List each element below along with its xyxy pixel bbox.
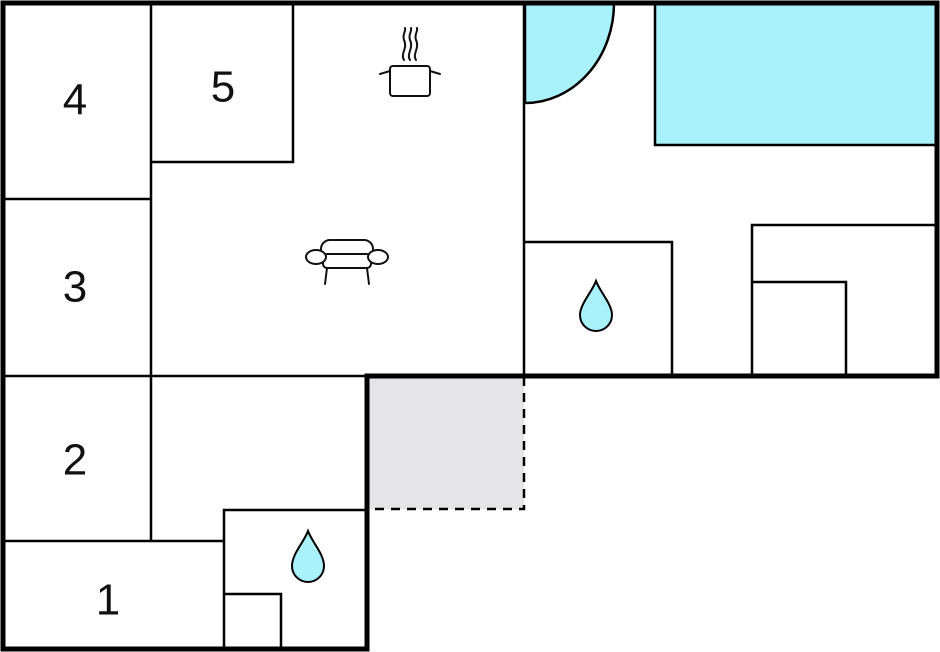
room-2-label: 2 (63, 436, 87, 485)
cooking-pot-icon (379, 27, 441, 97)
room-1-label: 1 (96, 576, 120, 625)
pool (653, 1, 940, 147)
water-drop-icon (290, 528, 326, 583)
interior-walls (3, 3, 937, 649)
room-4-label: 4 (63, 76, 87, 125)
covered-terrace (368, 377, 524, 509)
spa-pool (523, 1, 616, 105)
room-5-label: 5 (211, 63, 235, 112)
covered-terrace-dashed-edge (368, 377, 526, 511)
sofa-icon (305, 239, 389, 285)
room-3-label: 3 (63, 263, 87, 312)
water-drop-icon (578, 278, 614, 332)
